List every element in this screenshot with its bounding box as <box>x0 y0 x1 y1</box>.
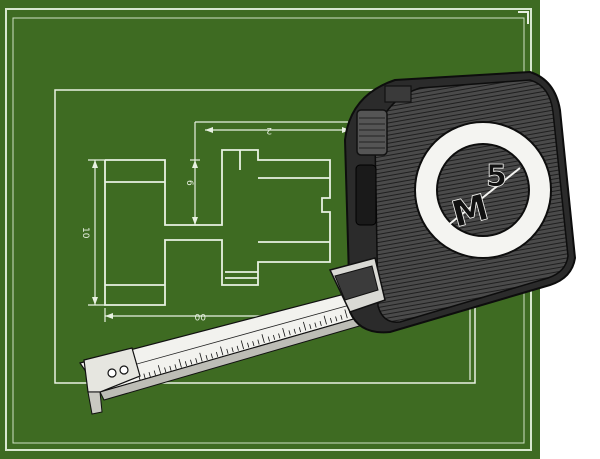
dimension-lines <box>88 121 471 380</box>
tape-tick <box>298 327 302 333</box>
dim-label-bottom: 00 <box>194 311 206 321</box>
tape-tick <box>210 353 213 359</box>
tape-tick <box>252 341 255 347</box>
part-drawing <box>104 149 331 306</box>
hook-rivet-2 <box>119 365 129 375</box>
tape-tick <box>169 365 172 371</box>
tape-tick <box>314 322 317 328</box>
logo-number: 5 <box>486 159 507 194</box>
tape-tick <box>215 351 219 357</box>
dim-label-mid: 6 <box>184 180 194 186</box>
logo-dial-center <box>436 143 530 237</box>
tape-tick <box>190 359 193 365</box>
tape-tick <box>174 364 177 370</box>
tape-tick <box>329 317 333 323</box>
tape-tick <box>257 339 260 345</box>
housing-slot <box>355 164 377 226</box>
hook-rivet-1 <box>107 368 117 378</box>
tape-tick <box>148 372 151 378</box>
tape-tick <box>335 316 338 322</box>
tape-tick <box>267 336 270 342</box>
tape-tick <box>178 358 182 368</box>
tape-tick <box>199 352 203 362</box>
tape-tick <box>226 348 229 354</box>
tape-blade <box>79 289 381 415</box>
tape-tick <box>231 347 234 353</box>
tape-tick <box>195 358 198 364</box>
tape-tick <box>272 334 276 340</box>
tape-tick <box>240 340 245 350</box>
tape-tick <box>205 355 208 361</box>
tape-tick <box>143 373 146 379</box>
tape-tick <box>153 370 156 376</box>
dim-label-left: 10 <box>80 227 90 239</box>
tape-tick <box>220 346 224 356</box>
tape-tick <box>288 330 291 336</box>
tape-tick <box>184 361 188 367</box>
tape-tick <box>261 334 265 344</box>
tape-tick <box>323 315 327 325</box>
tape-tick <box>309 324 312 330</box>
tape-tick <box>278 333 281 339</box>
tape-tick <box>282 327 286 337</box>
tape-tick <box>247 342 250 348</box>
frame-corner-top-right <box>518 11 529 24</box>
tape-tick <box>293 328 296 334</box>
tape-tick <box>340 314 343 320</box>
dim-label-top: 2 <box>266 125 272 135</box>
tape-tick <box>344 309 348 319</box>
tape-tick <box>303 321 307 331</box>
tape-tick <box>236 345 239 351</box>
lock-button <box>356 109 388 156</box>
tape-tick <box>319 321 322 327</box>
tape-tick <box>164 367 167 373</box>
tape-tick <box>157 365 162 374</box>
tape-housing: 5 M <box>328 70 577 334</box>
